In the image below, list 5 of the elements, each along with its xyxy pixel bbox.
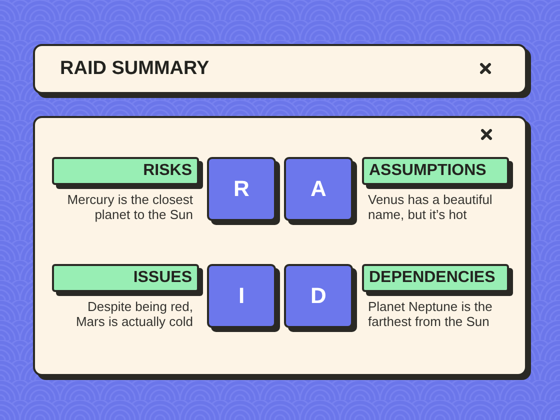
description-text: Planet Neptune is the farthest from the Sun (368, 299, 494, 329)
description-text: Venus has a beautiful name, but it’s hot (368, 192, 494, 222)
description-text: Mercury is the closest planet to the Sun (66, 192, 193, 222)
heading-text: RAID SUMMARY (60, 58, 210, 80)
description-text: Despite being red, Mars is actually cold (74, 299, 193, 329)
